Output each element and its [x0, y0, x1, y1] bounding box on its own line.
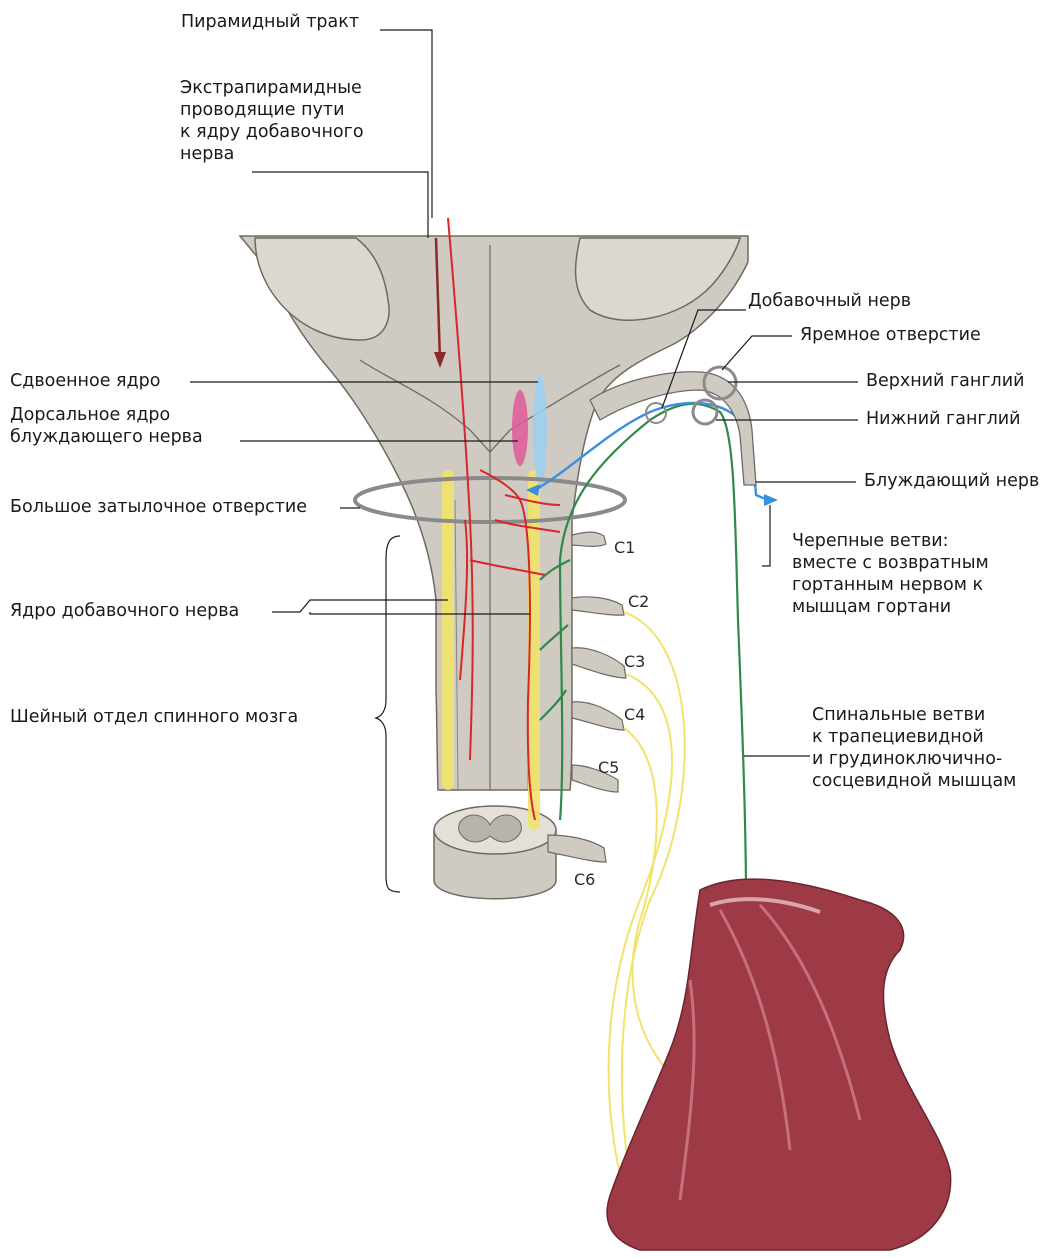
label-c6: C6	[574, 870, 595, 889]
neck-muscles	[607, 879, 951, 1250]
nucleus-ambiguus-mark	[533, 375, 547, 485]
label-vagus-nerve: Блуждающий нерв	[864, 470, 1039, 492]
label-extrapyramidal-line-3: к ядру добавочного	[180, 121, 364, 143]
leader-cranial	[762, 505, 770, 566]
label-cranial-line-3: гортанным нервом к	[792, 574, 989, 596]
label-c1: C1	[614, 538, 635, 557]
label-cranial-line-2: вместе с возвратным	[792, 552, 989, 574]
label-jugular-foramen: Яремное отверстие	[800, 324, 981, 346]
left-cerebral-peduncle	[255, 238, 389, 340]
label-spinal-line-1: Спинальные ветви	[812, 704, 1016, 726]
leader-pyramidal	[380, 30, 432, 218]
root-c4	[572, 702, 624, 730]
label-cervical-cord: Шейный отдел спинного мозга	[10, 706, 298, 728]
vagus-trunk	[590, 372, 756, 485]
label-c2: C2	[628, 592, 649, 611]
label-spinal-branches: Спинальные ветви к трапециевидной и груд…	[812, 704, 1016, 792]
label-pyramidal-tract: Пирамидный тракт	[181, 11, 359, 33]
root-c1	[572, 532, 606, 546]
cervical-bracket	[376, 536, 400, 892]
neck-muscle-shape	[607, 879, 951, 1250]
label-spinal-line-3: и грудиноключично-	[812, 748, 1016, 770]
label-dorsal-line-2: блуждающего нерва	[10, 426, 203, 448]
accessory-nucleus-left	[442, 470, 454, 790]
label-c3: C3	[624, 652, 645, 671]
label-spinal-line-2: к трапециевидной	[812, 726, 1016, 748]
label-c5: C5	[598, 758, 619, 777]
label-dorsal-line-1: Дорсальное ядро	[10, 404, 203, 426]
label-superior-ganglion: Верхний ганглий	[866, 370, 1024, 392]
leader-jugular	[722, 336, 792, 370]
dorsal-vagus-nucleus-mark	[512, 390, 528, 466]
label-extrapyramidal: Экстрапирамидные проводящие пути к ядру …	[180, 77, 364, 165]
label-cranial-line-4: мышцам гортани	[792, 596, 989, 618]
label-accessory-nucleus: Ядро добавочного нерва	[10, 600, 239, 622]
label-cranial-branches: Черепные ветви: вместе с возвратным горт…	[792, 530, 989, 618]
label-nucleus-ambiguus: Сдвоенное ядро	[10, 370, 160, 392]
label-extrapyramidal-line-4: нерва	[180, 143, 364, 165]
leader-accessory-nucleus	[272, 600, 448, 612]
root-c2	[572, 597, 624, 615]
label-accessory-nerve: Добавочный нерв	[748, 290, 911, 312]
label-foramen-magnum: Большое затылочное отверстие	[10, 496, 307, 518]
label-cranial-line-1: Черепные ветви:	[792, 530, 989, 552]
label-dorsal-vagus-nucleus: Дорсальное ядро блуждающего нерва	[10, 404, 203, 448]
brainstem	[240, 236, 748, 790]
label-extrapyramidal-line-2: проводящие пути	[180, 99, 364, 121]
label-spinal-line-4: сосцевидной мышцам	[812, 770, 1016, 792]
vagus-arrow-head	[764, 494, 778, 506]
label-extrapyramidal-line-1: Экстрапирамидные	[180, 77, 364, 99]
leader-extrapyramidal	[252, 172, 428, 238]
label-inferior-ganglion: Нижний ганглий	[866, 408, 1021, 430]
root-c3	[572, 648, 626, 678]
label-c4: C4	[624, 705, 645, 724]
